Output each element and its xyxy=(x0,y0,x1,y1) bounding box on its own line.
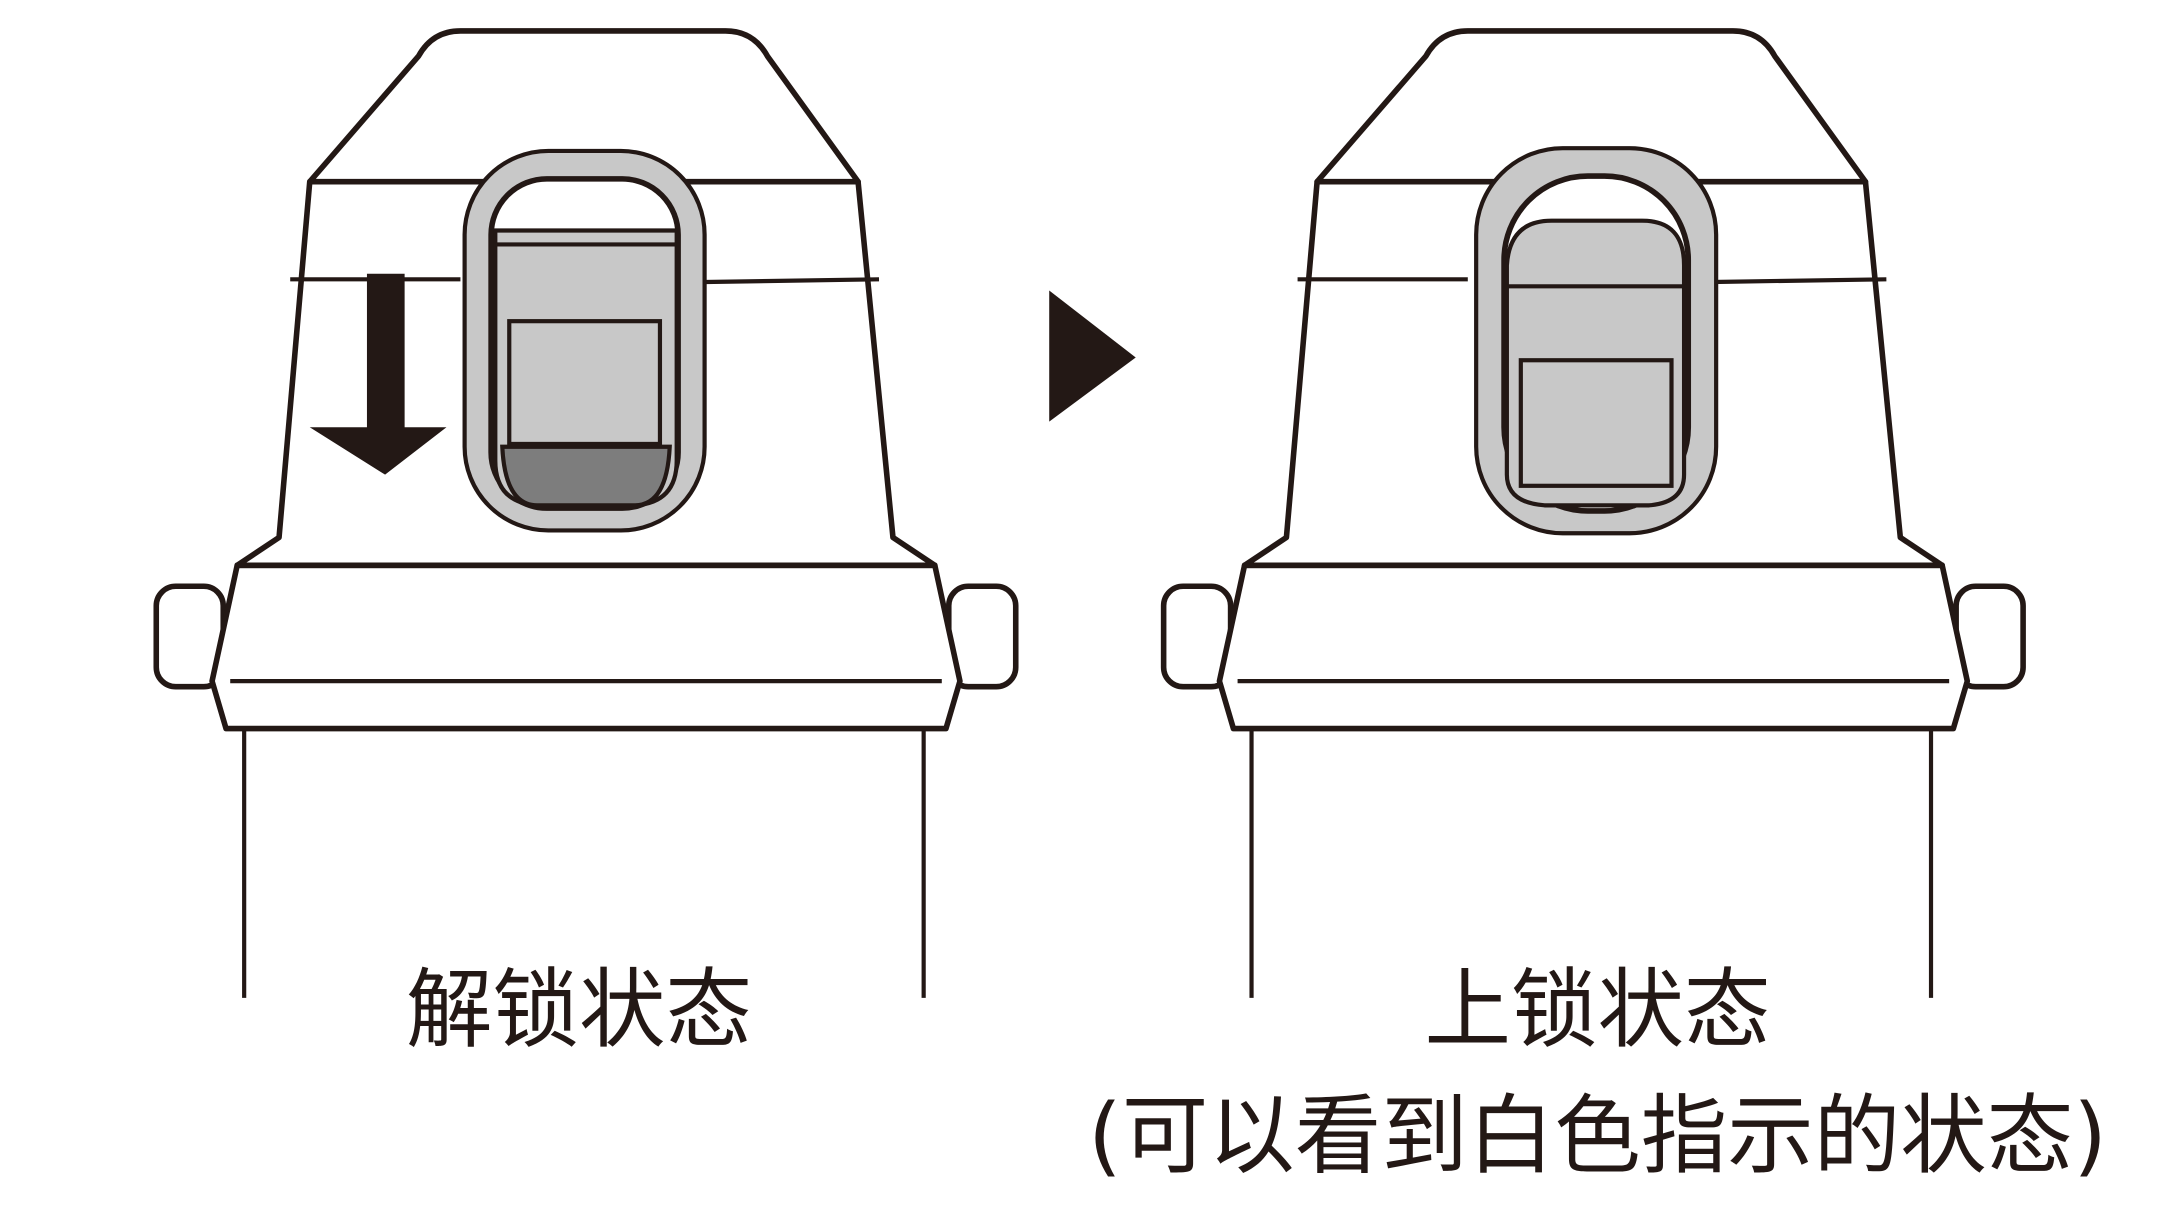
locked-cap xyxy=(1164,31,2023,998)
unlocked-cap xyxy=(156,31,1015,998)
slider-grip xyxy=(507,319,663,447)
down-arrow-icon xyxy=(309,273,447,475)
red-indicator-shadow xyxy=(500,444,672,508)
unlocked-label: 解锁状态 xyxy=(406,961,752,1061)
right-arrow-icon xyxy=(1049,290,1136,422)
locked-label: 上锁状态 xyxy=(1425,961,1771,1061)
slider-grip xyxy=(1518,358,1674,488)
locked-note: (可以看到白色指示的状态) xyxy=(1088,1086,2107,1186)
